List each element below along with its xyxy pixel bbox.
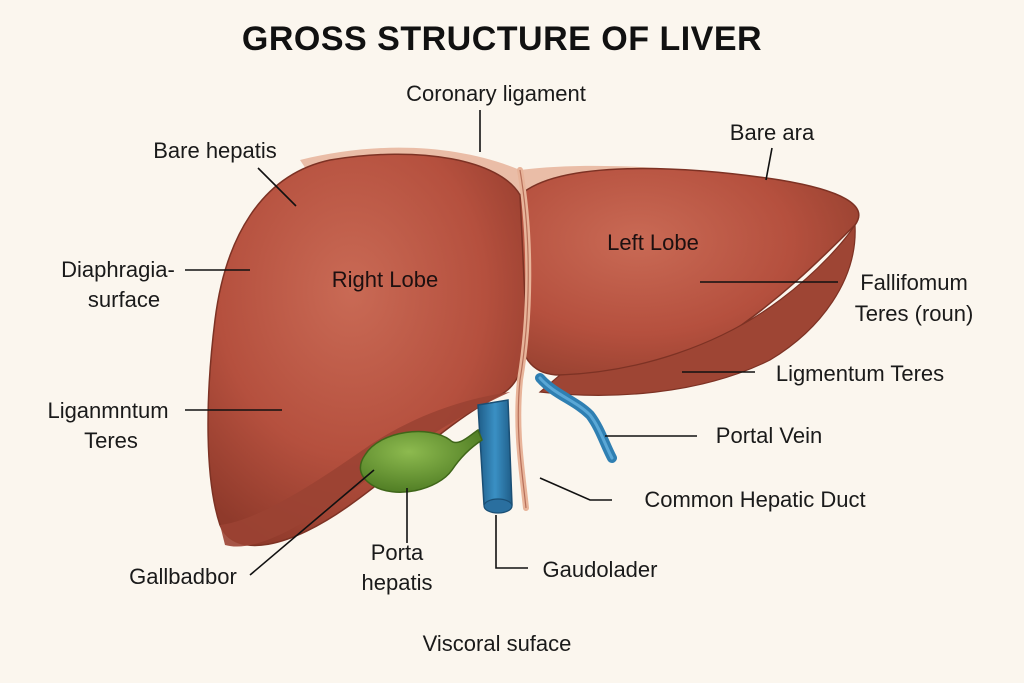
diaphragmatic-surface-label-1: Diaphragia-	[61, 257, 175, 282]
right-lobe-label: Right Lobe	[332, 267, 438, 292]
gallbladder	[359, 428, 483, 493]
leader-gaudolader	[495, 515, 528, 569]
right-lobe	[207, 153, 528, 547]
ligamentum-teres-label: Ligmentum Teres	[776, 361, 944, 386]
ligamentum-teres-left-label-2: Teres	[84, 428, 138, 453]
leader-bare-hepatis	[257, 167, 297, 207]
bare-area-label: Bare ara	[730, 120, 815, 145]
falciform-ligament-edge	[517, 169, 529, 509]
portal-vein-trunk	[477, 399, 513, 514]
porta-hepatis-label-2: hepatis	[362, 570, 433, 595]
diagram-title: GROSS STRUCTURE OF LIVER	[242, 20, 762, 58]
leader-bare-area	[765, 147, 773, 181]
portal-vein-end	[483, 498, 513, 514]
falciform-label-2: Teres (roun)	[855, 301, 974, 326]
falciform-label-1: Fallifomum	[860, 270, 968, 295]
left-lobe-label: Left Lobe	[607, 230, 699, 255]
common-hepatic-duct-label: Common Hepatic Duct	[644, 487, 865, 512]
left-lobe-underside	[538, 223, 856, 396]
portal-vein-branch-highlight	[538, 376, 614, 460]
leader-common-hepatic-duct	[539, 477, 612, 501]
coronary-ligament-label: Coronary ligament	[406, 81, 586, 106]
bare-hepatis-label: Bare hepatis	[153, 138, 277, 163]
gaudolader-label: Gaudolader	[543, 557, 658, 582]
leader-gallbladder	[249, 469, 375, 576]
porta-hepatis-label-1: Porta	[371, 540, 424, 565]
left-lobe	[519, 167, 860, 376]
diaphragmatic-surface-label-2: surface	[88, 287, 160, 312]
portal-vein-label: Portal Vein	[716, 423, 822, 448]
ligamentum-teres-left-label-1: Liganmntum	[47, 398, 168, 423]
visceral-surface-label: Viscoral suface	[423, 631, 572, 656]
gallbladder-label: Gallbadbor	[129, 564, 237, 589]
